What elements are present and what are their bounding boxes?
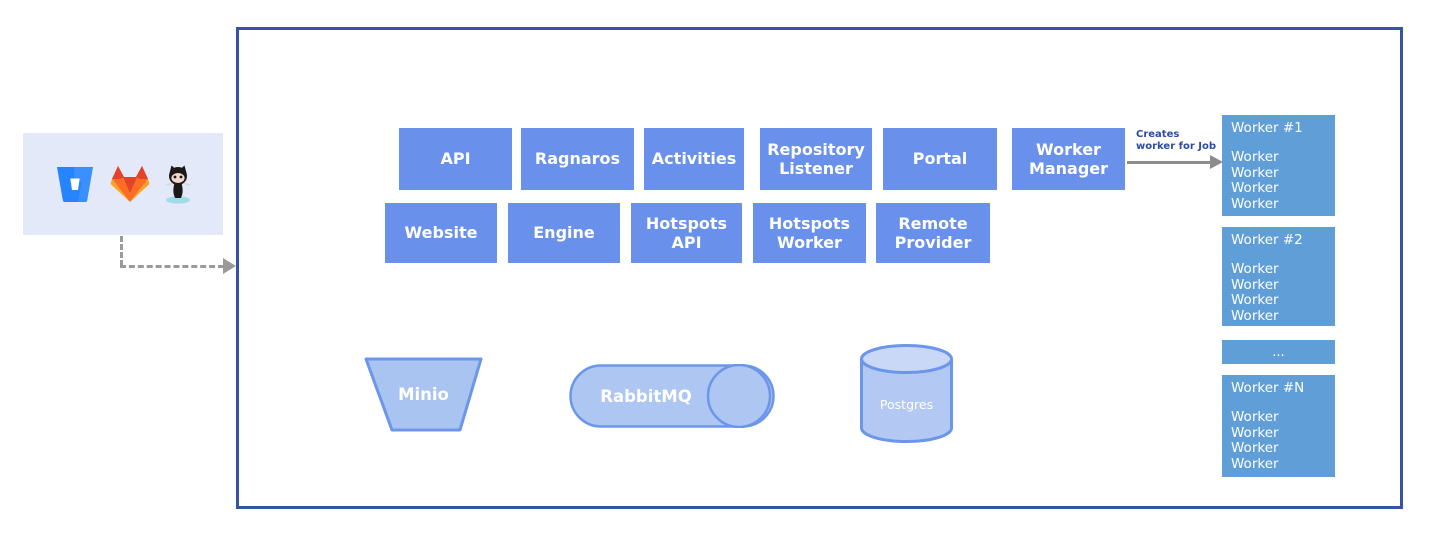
worker-item: Worker	[1231, 276, 1279, 293]
service-box-ragnaros: Ragnaros	[521, 128, 634, 190]
worker-item: Worker	[1231, 149, 1279, 165]
postgres-label: Postgres	[879, 397, 934, 412]
github-octocat-icon	[165, 165, 191, 204]
service-box-engine: Engine	[508, 203, 620, 263]
worker-item: Worker	[1231, 292, 1279, 308]
worker-item: Worker	[1231, 409, 1279, 425]
worker-item: Worker	[1231, 455, 1279, 472]
worker-item: Worker	[1231, 440, 1279, 456]
system-boundary	[236, 27, 1403, 509]
worker-group-2: Worker #2 Worker Worker Worker Worker	[1222, 227, 1335, 326]
sources-connector-vertical	[120, 236, 123, 266]
create-worker-arrow-label-line1: Creates	[1136, 129, 1180, 140]
service-box-hotspots-worker: Hotspots Worker	[753, 203, 866, 263]
worker-group-n: Worker #N Worker Worker Worker Worker	[1222, 375, 1335, 477]
worker-item: Worker	[1231, 164, 1279, 181]
create-worker-arrow-line	[1127, 161, 1212, 164]
worker-group-title: Worker #N	[1231, 380, 1305, 396]
service-box-activities: Activities	[644, 128, 744, 190]
worker-item: Worker	[1231, 424, 1279, 441]
worker-group-title: Worker #2	[1231, 232, 1303, 248]
worker-item: Worker	[1231, 195, 1279, 212]
database-cylinder-icon	[860, 344, 953, 443]
worker-item: Worker	[1231, 261, 1279, 277]
rabbitmq-shape: RabbitMQ	[569, 363, 775, 429]
service-box-hotspots-api: Hotspots API	[631, 203, 742, 263]
sources-connector-arrowhead-icon	[223, 258, 236, 274]
minio-shape: Minio	[363, 356, 484, 433]
service-box-website: Website	[385, 203, 497, 263]
bitbucket-icon	[57, 167, 93, 203]
postgres-shape: Postgres	[859, 343, 954, 444]
service-box-worker-manager: Worker Manager	[1012, 128, 1125, 190]
create-worker-arrow-label-line2: worker for Job	[1136, 141, 1216, 152]
gitlab-icon	[110, 166, 150, 202]
service-box-remote-provider: Remote Provider	[876, 203, 990, 263]
create-worker-arrow-label: Creates worker for Job	[1136, 129, 1228, 153]
sources-connector-horizontal	[120, 265, 224, 268]
worker-item: Worker	[1231, 180, 1279, 196]
worker-group-1: Worker #1 Worker Worker Worker Worker	[1222, 115, 1335, 216]
source-providers-panel	[23, 133, 223, 235]
create-worker-arrowhead-icon	[1210, 155, 1223, 169]
service-box-api: API	[399, 128, 512, 190]
service-box-repository-listener: Repository Listener	[760, 128, 872, 190]
worker-item: Worker	[1231, 307, 1279, 324]
worker-group-ellipsis: ...	[1222, 340, 1335, 364]
service-box-portal: Portal	[883, 128, 997, 190]
worker-group-title: Worker #1	[1231, 120, 1303, 136]
horizontal-cylinder-icon	[569, 363, 775, 429]
trapezoid-icon	[364, 357, 483, 432]
